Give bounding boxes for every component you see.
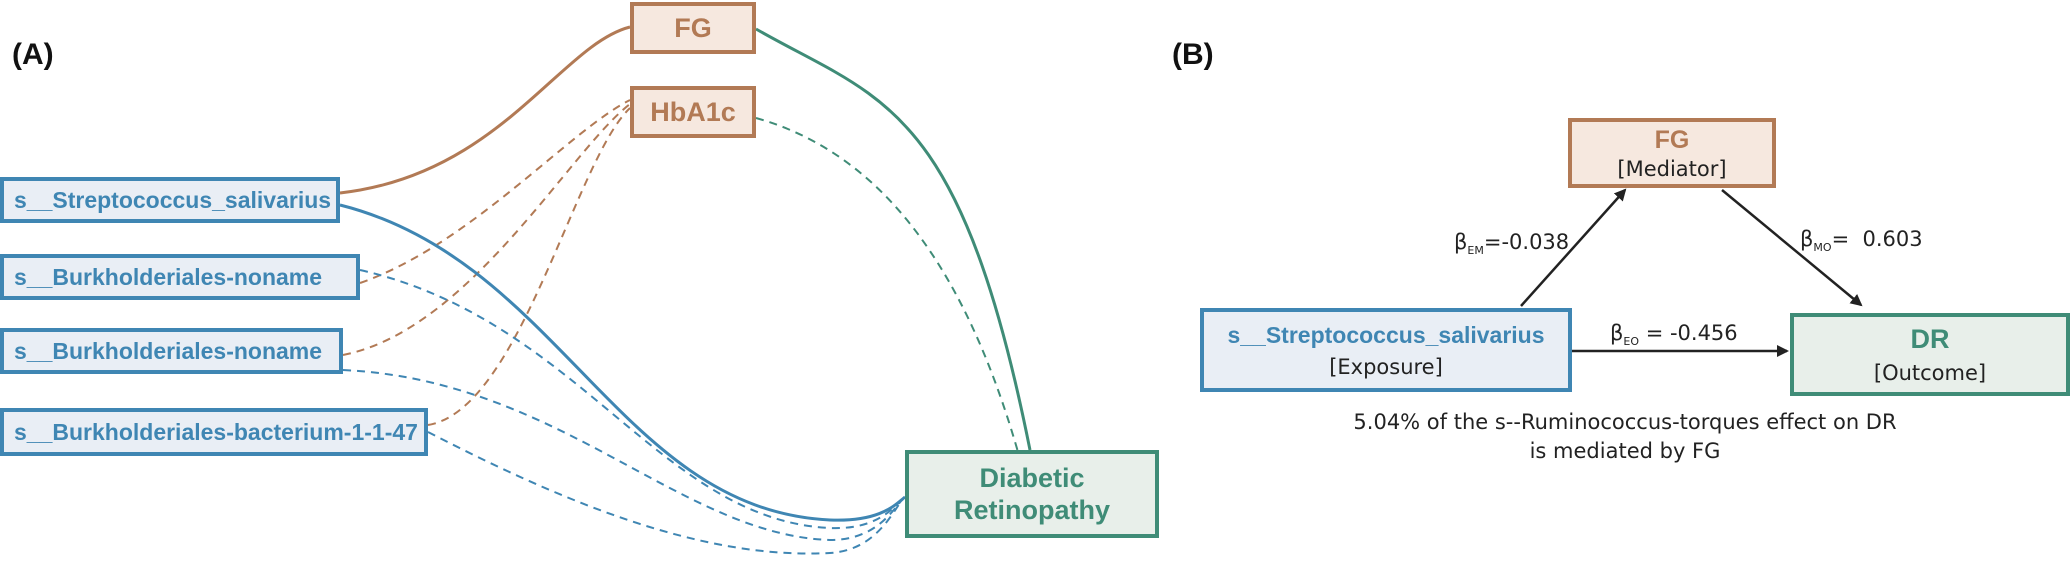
b-mediator-role: [Mediator]	[1617, 156, 1727, 181]
mediation-caption: 5.04% of the s--Ruminococcus-torques eff…	[1325, 408, 1925, 467]
mediator-box-fg: FG	[630, 2, 756, 54]
edge-hba1c-to-dr	[755, 117, 1019, 453]
b-outcome-role: [Outcome]	[1873, 361, 1987, 385]
coef-beta-eo-value: = -0.456	[1639, 321, 1738, 345]
exposure-box-salivarius: s__Streptococcus_salivarius	[0, 177, 340, 223]
coef-beta-em-sub: EM	[1467, 244, 1484, 258]
edge-salivarius-to-fg	[339, 25, 631, 195]
b-outcome-box: DR [Outcome]	[1790, 313, 2070, 396]
edge-salivarius-to-dr	[339, 203, 906, 522]
edge-burkholderiales2-to-dr	[342, 369, 906, 542]
outcome-line-1: Diabetic	[979, 462, 1085, 493]
edge-fg-to-dr	[755, 27, 1032, 451]
arrow-mediator-to-outcome	[1721, 189, 1863, 307]
coef-beta-mo-symbol: β	[1800, 227, 1814, 251]
coef-beta-em-value: =-0.038	[1483, 230, 1570, 254]
b-exposure-role: [Exposure]	[1329, 354, 1443, 379]
outcome-box-diabetic-retinopathy: Diabetic Retinopathy	[905, 450, 1159, 538]
panel-a-label: (A)	[12, 38, 54, 71]
exposure-box-burkholderiales-2: s__Burkholderiales-noname	[0, 328, 343, 374]
coef-beta-eo: βEO = -0.456	[1610, 321, 1738, 348]
coef-beta-em: βEM=-0.038	[1454, 230, 1569, 257]
edge-burkholderiales2-to-hba1c	[342, 103, 631, 356]
arrow-exposure-to-mediator	[1520, 188, 1627, 307]
b-exposure-box: s__Streptococcus_salivarius [Exposure]	[1200, 308, 1572, 392]
mediator-box-hba1c: HbA1c	[630, 86, 756, 138]
coef-beta-eo-symbol: β	[1610, 321, 1624, 345]
b-outcome-name: DR	[1910, 324, 1950, 354]
edge-burkholderiales1-to-hba1c	[359, 99, 631, 284]
b-mediator-name: FG	[1654, 125, 1690, 154]
edge-burkholderiales1-to-dr	[359, 269, 906, 530]
caption-line-1: 5.04% of the s--Ruminococcus-torques eff…	[1353, 410, 1897, 434]
coef-beta-em-symbol: β	[1454, 230, 1468, 254]
b-exposure-name: s__Streptococcus_salivarius	[1227, 321, 1545, 348]
coef-beta-mo-value: = 0.603	[1831, 227, 1923, 251]
outcome-line-2: Retinopathy	[953, 495, 1110, 525]
coef-beta-eo-sub: EO	[1623, 335, 1640, 349]
panel-b-label: (B)	[1172, 38, 1214, 71]
coef-beta-mo: βMO= 0.603	[1800, 227, 1923, 254]
exposure-box-bacterium-1-1-47: s__Burkholderiales-bacterium-1-1-47	[0, 408, 428, 456]
caption-line-2: is mediated by FG	[1529, 439, 1721, 464]
exposure-box-burkholderiales-1: s__Burkholderiales-noname	[0, 254, 360, 300]
b-mediator-box: FG [Mediator]	[1568, 118, 1776, 188]
edge-bacterium-to-hba1c	[427, 107, 631, 426]
edge-bacterium-to-dr	[427, 431, 906, 555]
coef-beta-mo-sub: MO	[1813, 241, 1832, 255]
